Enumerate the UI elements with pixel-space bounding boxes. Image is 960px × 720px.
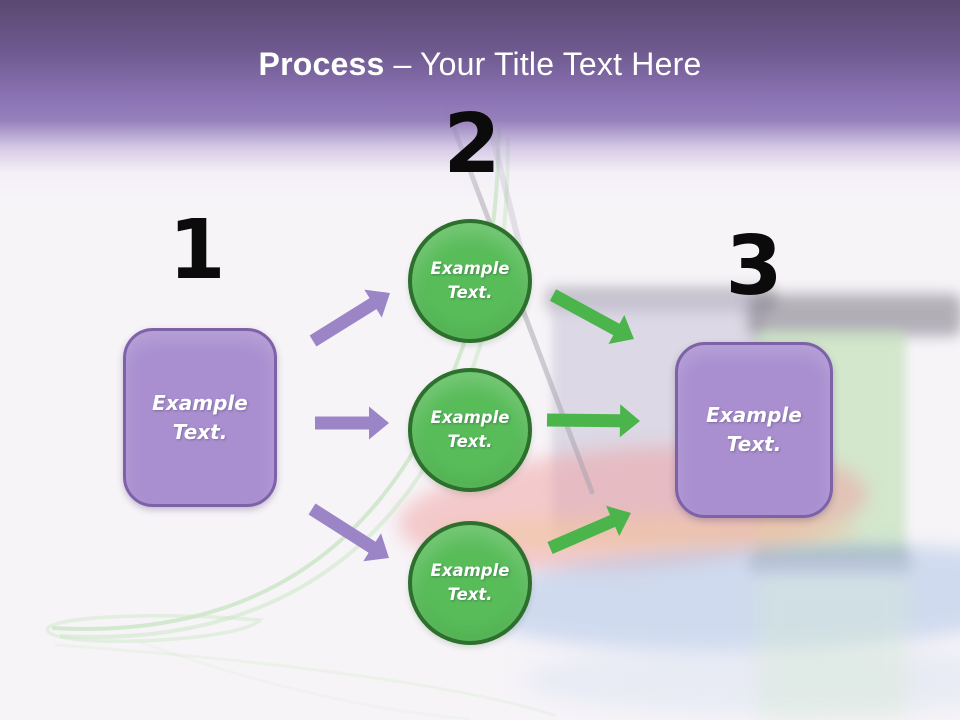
title-keyword: Process xyxy=(258,46,385,82)
thread-reflection xyxy=(54,643,557,718)
step-1-box-label: Example Text. xyxy=(152,390,248,444)
thread-loop xyxy=(45,614,264,643)
step-2-circle-1: Example Text. xyxy=(408,219,532,343)
blue-button-image xyxy=(468,533,960,661)
thread-reflection xyxy=(139,640,471,720)
arrow-box1-to-circle3 xyxy=(308,503,389,562)
arrow-circle3-to-box3 xyxy=(547,505,631,554)
arrow-box1-to-circle2 xyxy=(315,406,389,440)
step-3-box-label: Example Text. xyxy=(706,403,802,456)
step-2-number: 2 xyxy=(443,97,501,192)
step-2-circle-3: Example Text. xyxy=(408,521,532,645)
slide-title: Process– Your Title Text Here xyxy=(0,46,960,83)
button-reflection-image xyxy=(520,645,960,715)
arrow-circle2-to-box3 xyxy=(546,404,640,438)
step-2-circle-1-label: Example Text. xyxy=(430,259,510,302)
step-2-circle-2-label: Example Text. xyxy=(430,408,510,451)
step-2-circle-3-label: Example Text. xyxy=(430,561,510,604)
step-3-box: Example Text. xyxy=(675,342,833,518)
step-1-box: Example Text. xyxy=(123,328,277,507)
arrow-circle1-to-box3 xyxy=(549,289,634,344)
step-2-circle-2: Example Text. xyxy=(408,368,532,492)
green-spool-base-image xyxy=(748,548,912,574)
step-3-number: 3 xyxy=(725,219,783,314)
step-1-number: 1 xyxy=(168,203,226,298)
spool-reflection-image xyxy=(758,575,908,720)
title-subtitle: – Your Title Text Here xyxy=(393,46,702,82)
arrow-box1-to-circle1 xyxy=(309,289,390,347)
